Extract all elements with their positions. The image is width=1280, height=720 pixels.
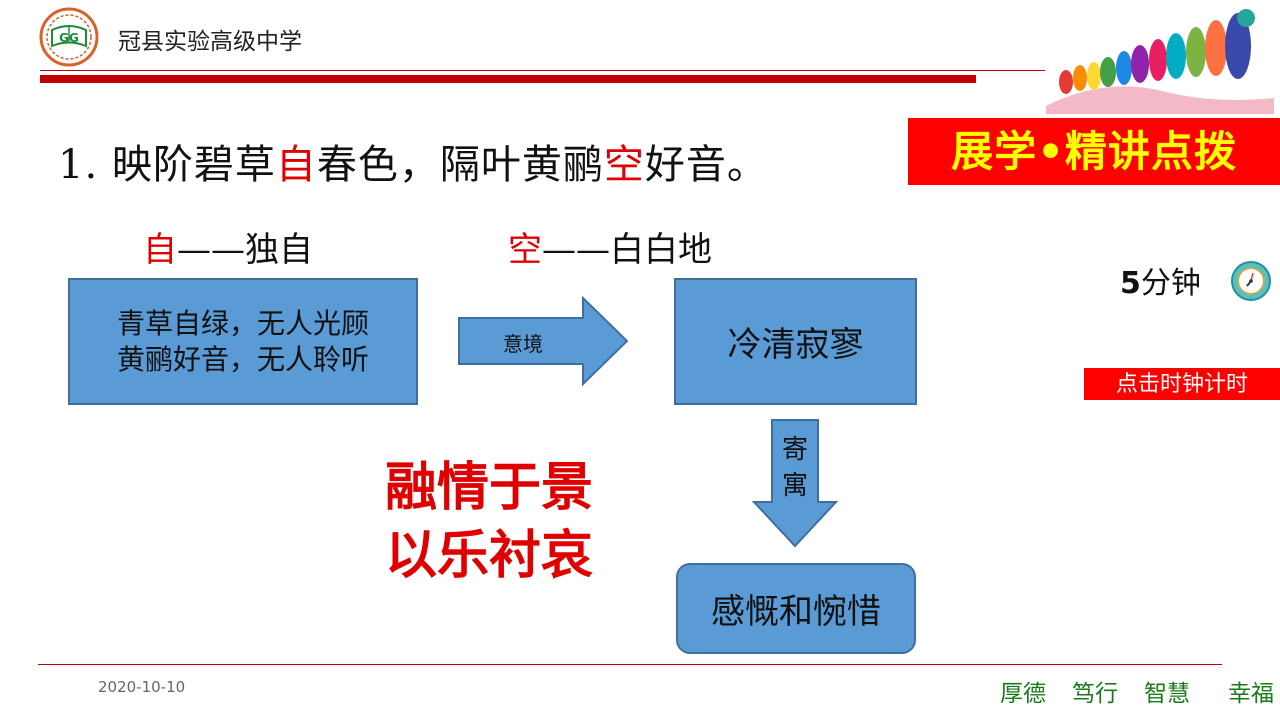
school-name: 冠县实验高级中学 bbox=[118, 29, 302, 55]
scene-line-1: 青草自绿，无人光顾 bbox=[116, 306, 369, 340]
poem-highlight-kong: 空 bbox=[603, 142, 645, 188]
footer-divider bbox=[38, 664, 1222, 665]
arrow-label-line-2: 寓 bbox=[781, 471, 808, 501]
header-divider-thin bbox=[40, 70, 1045, 71]
arrow-down-icon bbox=[751, 418, 839, 548]
motto-2: 笃行 bbox=[1072, 681, 1118, 707]
gloss-kong-meaning: ——白白地 bbox=[542, 230, 712, 270]
arrow-right-icon bbox=[457, 295, 629, 387]
runners-illustration bbox=[1046, 6, 1274, 114]
technique-summary: 融情于景 以乐衬哀 bbox=[385, 454, 593, 590]
gloss-zi-meaning: ——独自 bbox=[177, 230, 313, 270]
arrow-label-line-1: 寄 bbox=[781, 435, 808, 465]
school-logo: GG bbox=[38, 6, 100, 68]
scene-description-box: 青草自绿，无人光顾 黄鹂好音，无人聆听 bbox=[68, 278, 418, 405]
gloss-kong-key: 空 bbox=[508, 230, 542, 270]
emotion-box: 感慨和惋惜 bbox=[676, 563, 916, 654]
poem-suffix: 好音。 bbox=[644, 142, 768, 188]
mood-box: 冷清寂寥 bbox=[674, 278, 917, 405]
motto-3: 智慧 bbox=[1144, 681, 1190, 707]
gloss-zi-key: 自 bbox=[143, 230, 177, 270]
section-badge: 展学•精讲点拨 bbox=[908, 118, 1280, 185]
summary-line-2: 以乐衬哀 bbox=[385, 525, 594, 586]
poem-highlight-zi: 自 bbox=[275, 142, 317, 188]
arrow-label-implies: 寄 寓 bbox=[768, 432, 822, 504]
clock-icon[interactable] bbox=[1230, 260, 1272, 302]
motto-4: 幸福 bbox=[1228, 681, 1274, 707]
gloss-zi: 自——独自 bbox=[143, 222, 313, 271]
start-timer-button[interactable]: 点击时钟计时 bbox=[1084, 368, 1280, 400]
header-divider-thick bbox=[40, 75, 976, 83]
mood-text: 冷清寂寥 bbox=[727, 325, 864, 365]
motto-1: 厚德 bbox=[1000, 681, 1046, 707]
slide-date: 2020-10-10 bbox=[98, 678, 186, 696]
arrow-label-mood: 意境 bbox=[503, 332, 543, 356]
poem-prefix: 1. 映阶碧草 bbox=[58, 142, 276, 188]
poem-middle: 春色，隔叶黄鹂 bbox=[316, 142, 604, 188]
poem-line: 1. 映阶碧草自春色，隔叶黄鹂空好音。 bbox=[58, 132, 768, 190]
emotion-text: 感慨和惋惜 bbox=[711, 592, 881, 632]
timer-unit: 分钟 bbox=[1140, 266, 1201, 301]
scene-line-2: 黄鹂好音，无人聆听 bbox=[116, 342, 369, 376]
timer-minutes: 5 bbox=[1120, 266, 1141, 301]
svg-text:GG: GG bbox=[59, 31, 79, 45]
gloss-kong: 空——白白地 bbox=[508, 222, 712, 271]
timer-duration: 5分钟 bbox=[1120, 258, 1201, 302]
summary-line-1: 融情于景 bbox=[385, 457, 594, 518]
